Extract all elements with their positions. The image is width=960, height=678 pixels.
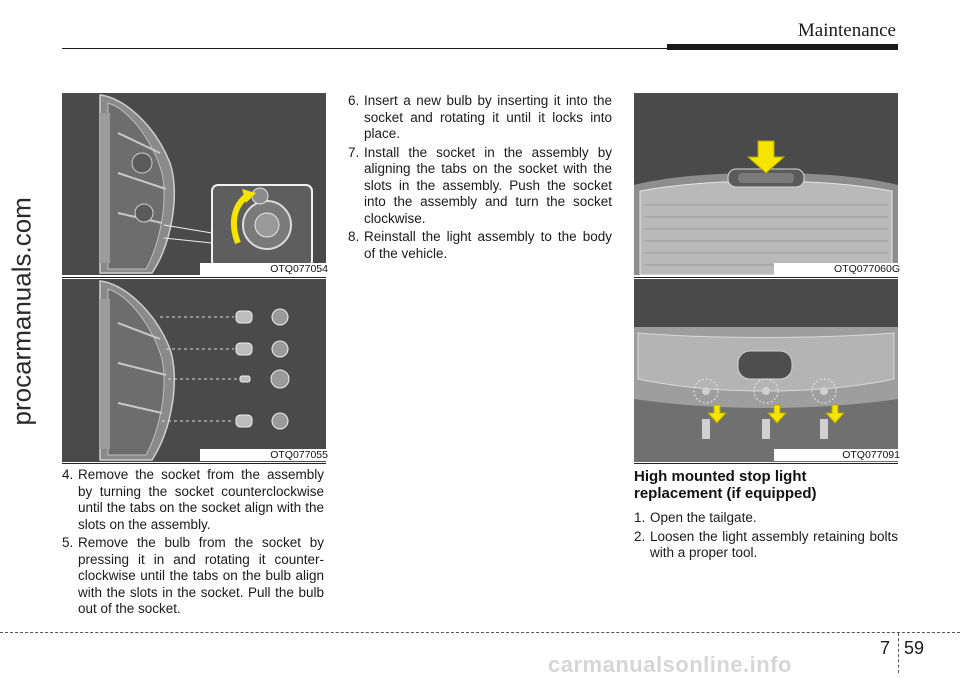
- section-heading-line: replacement (if equipped): [634, 485, 817, 502]
- step-1: 1. Open the tailgate.: [634, 510, 898, 527]
- step-text: Insert a new bulb by inserting it into t…: [364, 93, 612, 141]
- taillamp-socket-illustration: [62, 93, 326, 275]
- header-rule: [62, 48, 667, 49]
- step-number: 2.: [634, 528, 646, 544]
- footer-watermark: carmanualsonline.info: [548, 652, 792, 677]
- tailgate-bolts-illustration: [634, 279, 898, 462]
- figure-code: OTQ077060G: [774, 263, 900, 275]
- step-number: 1.: [634, 510, 646, 525]
- figure-code: OTQ077091: [774, 449, 900, 461]
- step-number: 4.: [62, 467, 74, 482]
- figure-rule: [634, 277, 898, 278]
- figure-taillamp-bulbs: [62, 279, 326, 462]
- step-8: 8. Reinstall the light assembly to the b…: [348, 229, 612, 262]
- figure-rule: [62, 463, 326, 464]
- step-text: Open the tailgate.: [650, 510, 757, 525]
- steps-left: 4. Remove the socket from the assembly b…: [62, 467, 324, 620]
- step-number: 8.: [348, 229, 360, 244]
- figure-taillamp-socket: [62, 93, 326, 275]
- figure-code: OTQ077054: [200, 263, 328, 275]
- step-text: Remove the bulb from the socket by press…: [78, 535, 324, 616]
- taillamp-bulbs-illustration: [62, 279, 326, 462]
- section-heading-line: High mounted stop light: [634, 468, 807, 485]
- section-title: Maintenance: [797, 20, 896, 41]
- page-divider: [898, 633, 899, 673]
- header-rule-accent: [667, 44, 898, 50]
- figure-rule: [634, 463, 898, 464]
- side-watermark: procarmanuals.com: [6, 197, 37, 426]
- step-text: Loosen the light assembly retaining bolt…: [650, 528, 898, 561]
- step-number: 6.: [348, 93, 360, 108]
- section-heading: High mounted stop light replacement (if …: [634, 468, 898, 502]
- step-text: Remove the socket from the assembly by t…: [78, 467, 324, 532]
- step-number: 5.: [62, 535, 74, 550]
- step-6: 6. Insert a new bulb by inserting it int…: [348, 93, 612, 143]
- steps-middle: 6. Insert a new bulb by inserting it int…: [348, 93, 612, 264]
- footer-rule: [0, 632, 960, 633]
- figure-tailgate-bolts: [634, 279, 898, 462]
- right-section: High mounted stop light replacement (if …: [634, 468, 898, 564]
- figure-stop-light-location: [634, 93, 898, 275]
- chapter-number: 7: [880, 638, 891, 658]
- figure-rule: [62, 277, 326, 278]
- step-5: 5. Remove the bulb from the socket by pr…: [62, 535, 324, 618]
- step-text: Reinstall the light assembly to the body…: [364, 229, 612, 261]
- step-7: 7. Install the socket in the assembly by…: [348, 145, 612, 228]
- page-number: 59: [904, 638, 925, 658]
- stop-light-location-illustration: [634, 93, 898, 275]
- figure-code: OTQ077055: [200, 449, 328, 461]
- step-number: 7.: [348, 144, 360, 160]
- step-text: Install the socket in the assembly by al…: [364, 144, 612, 226]
- step-2: 2. Loosen the light assembly retaining b…: [634, 529, 898, 562]
- step-4: 4. Remove the socket from the assembly b…: [62, 467, 324, 533]
- steps-right: 1. Open the tailgate. 2. Loosen the ligh…: [634, 510, 898, 562]
